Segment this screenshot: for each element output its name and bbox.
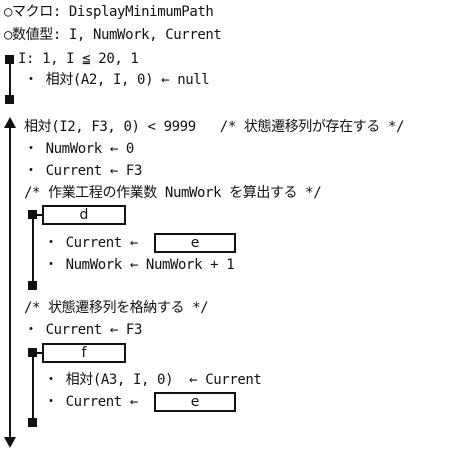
loop1-body: ・ 相対(A2, I, 0) ← null [24,72,210,88]
loop2-condition: 相対(I2, F3, 0) < 9999 /* 状態遷移列が存在する */ [24,119,404,135]
loop-f-connector [37,352,42,354]
blank-d: d [42,205,126,225]
loop-f-line [32,357,34,422]
loop-d-end-marker [28,281,37,290]
loop2-end-triangle [4,437,16,448]
loop-d-connector [37,214,42,216]
loop1-end-marker [5,95,14,104]
loop1-condition: I: 1, I ≦ 20, 1 [18,51,139,67]
loop-d-numwork-increment: ・ NumWork ← NumWork + 1 [44,257,235,273]
current-reset: ・ Current ← F3 [24,322,142,338]
loop-f-current-assign: ・ Current ← [44,394,138,410]
current-init: ・ Current ← F3 [24,163,142,179]
macro-title: ○マクロ: DisplayMinimumPath [4,4,214,20]
loop-d-start-marker [28,210,37,219]
loop1-start-marker [5,55,14,64]
numwork-init: ・ NumWork ← 0 [24,141,134,157]
blank-f: f [42,343,126,363]
loop2-line [9,126,11,438]
blank-e-second: e [154,392,236,412]
comment-store: /* 状態遷移列を格納する */ [24,300,209,316]
loop-f-end-marker [28,418,37,427]
loop-d-current-assign: ・ Current ← [44,235,138,251]
loop-d-line [32,219,34,284]
blank-e-first: e [154,233,236,253]
loop1-line [9,60,11,98]
comment-count: /* 作業工程の作業数 NumWork を算出する */ [24,185,322,201]
loop2-start-triangle [4,117,16,128]
loop-f-relative-assign: ・ 相対(A3, I, 0) ← Current [44,372,262,388]
variable-declaration: ○数値型: I, NumWork, Current [4,27,222,43]
loop-f-start-marker [28,348,37,357]
